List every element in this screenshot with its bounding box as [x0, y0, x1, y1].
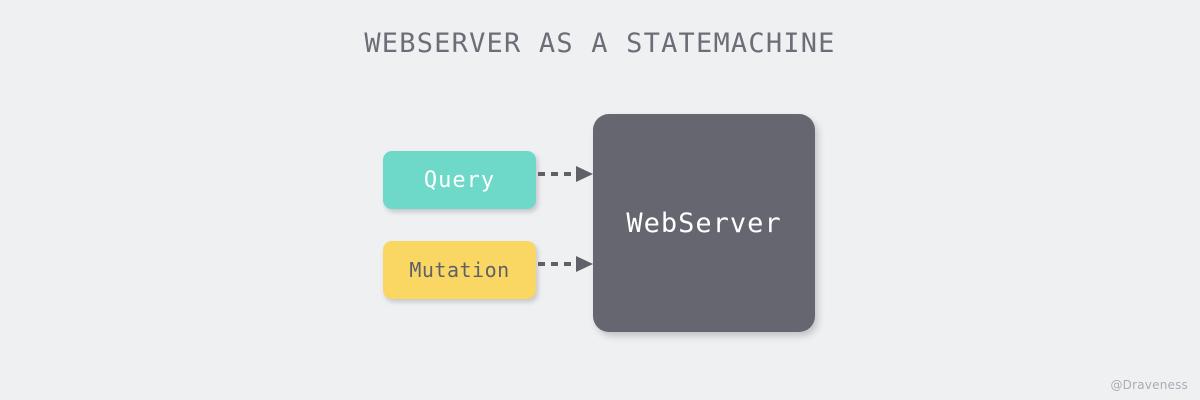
- node-webserver-label: WebServer: [626, 207, 782, 239]
- edge-mutation-to-webserver: [538, 256, 593, 272]
- arrowhead-icon: [576, 166, 593, 182]
- watermark: @Draveness: [1110, 378, 1188, 392]
- node-mutation-label: Mutation: [409, 258, 510, 282]
- node-query-label: Query: [423, 167, 496, 193]
- node-query[interactable]: Query: [383, 151, 536, 209]
- arrowhead-icon: [576, 256, 593, 272]
- node-mutation[interactable]: Mutation: [383, 241, 536, 299]
- page-title: WEBSERVER AS A STATEMACHINE: [364, 28, 836, 59]
- node-webserver[interactable]: WebServer: [593, 114, 815, 332]
- edge-query-to-webserver: [538, 166, 593, 182]
